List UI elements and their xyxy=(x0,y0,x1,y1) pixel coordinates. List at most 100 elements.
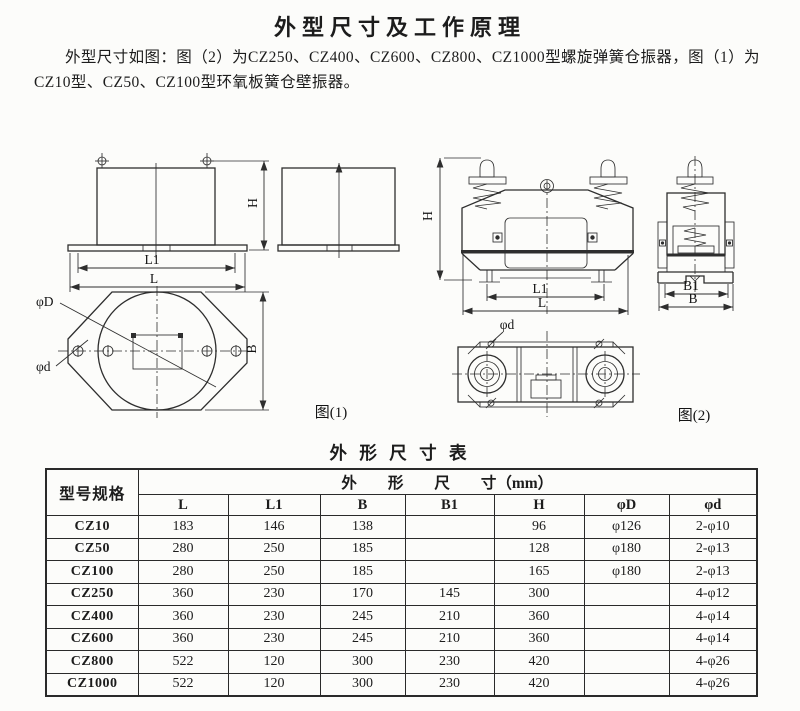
value-cell: 120 xyxy=(227,672,321,697)
fig1-caption: 图(1) xyxy=(315,404,348,421)
value-cell: 2-φ13 xyxy=(668,560,758,584)
value-cell: 185 xyxy=(319,537,406,561)
value-cell: 245 xyxy=(319,627,406,651)
value-cell: 138 xyxy=(319,515,406,539)
fig2-dim-phid: φd xyxy=(500,317,515,332)
value-cell: 522 xyxy=(137,650,229,674)
value-cell xyxy=(404,515,495,539)
value-cell: 230 xyxy=(404,672,495,697)
value-cell: 4-φ26 xyxy=(668,672,758,697)
value-cell: 230 xyxy=(227,582,321,606)
value-cell: 185 xyxy=(319,560,406,584)
fig2-dim-L: L xyxy=(538,295,546,310)
dimension-table: 型号规格 外 形 尺 寸（mm） L L1 B B1 H φD φd CZ10 1… xyxy=(45,468,759,697)
fig1-dim-phiD: φD xyxy=(36,294,54,309)
value-cell: 4-φ26 xyxy=(668,650,758,674)
fig2-dim-L1: L1 xyxy=(533,281,548,296)
value-cell: 4-φ14 xyxy=(668,605,758,629)
fig1-dim-phid: φd xyxy=(36,359,51,374)
model-cell: CZ50 xyxy=(45,537,139,561)
fig2-dim-B1: B1 xyxy=(683,278,699,293)
value-cell xyxy=(583,605,670,629)
value-cell: 170 xyxy=(319,582,406,606)
table-header-group-row: 型号规格 外 形 尺 寸（mm） xyxy=(45,468,758,516)
value-cell xyxy=(404,537,495,561)
value-cell: 165 xyxy=(493,560,585,584)
value-cell: 420 xyxy=(493,650,585,674)
value-cell: φ180 xyxy=(583,537,670,561)
group-header-cell: 外 形 尺 寸（mm） xyxy=(137,468,758,495)
model-cell: CZ10 xyxy=(45,515,139,539)
value-cell: 230 xyxy=(404,650,495,674)
value-cell: 145 xyxy=(404,582,495,606)
value-cell: 128 xyxy=(493,537,585,561)
model-cell: CZ600 xyxy=(45,627,139,651)
value-cell: 2-φ10 xyxy=(668,515,758,539)
fig1-dim-H: H xyxy=(245,198,260,208)
value-cell: 360 xyxy=(493,605,585,629)
value-cell xyxy=(583,582,670,606)
model-cell: CZ400 xyxy=(45,605,139,629)
fig1-top-view: φD φd B 图(1) xyxy=(36,286,347,421)
model-cell: CZ800 xyxy=(45,650,139,674)
fig2-side-view: B1 B xyxy=(657,156,735,311)
value-cell xyxy=(404,560,495,584)
fig1-front-view: H L1 L xyxy=(67,153,269,292)
fig1-dim-L1: L1 xyxy=(145,252,160,267)
value-cell: 522 xyxy=(137,672,229,697)
value-cell: 300 xyxy=(493,582,585,606)
value-cell xyxy=(583,672,670,697)
value-cell: 360 xyxy=(137,605,229,629)
col-header-B: B xyxy=(319,494,406,516)
fig1-side-view xyxy=(277,163,400,258)
value-cell: φ180 xyxy=(583,560,670,584)
page-title: 外型尺寸及工作原理 xyxy=(273,15,526,40)
fig1-dim-L: L xyxy=(150,271,158,286)
value-cell: 360 xyxy=(137,582,229,606)
value-cell: 250 xyxy=(227,560,321,584)
value-cell xyxy=(583,650,670,674)
fig2-dim-H: H xyxy=(420,211,435,221)
value-cell: 420 xyxy=(493,672,585,697)
value-cell: 300 xyxy=(319,650,406,674)
col-header-L1: L1 xyxy=(227,494,321,516)
value-cell: 360 xyxy=(493,627,585,651)
fig2-front-view: H xyxy=(420,157,634,315)
col-header-L: L xyxy=(137,494,229,516)
col-header-phiD: φD xyxy=(583,494,670,516)
fig2-caption: 图(2) xyxy=(678,407,711,424)
fig2-top-view: φd 图(2) xyxy=(452,317,710,424)
value-cell: 4-φ12 xyxy=(668,582,758,606)
value-cell xyxy=(583,627,670,651)
value-cell: 245 xyxy=(319,605,406,629)
value-cell: 210 xyxy=(404,627,495,651)
value-cell: 210 xyxy=(404,605,495,629)
table-header-cols-row: L L1 B B1 H φD φd xyxy=(46,494,758,516)
fig2-dim-B: B xyxy=(688,291,697,306)
value-cell: 120 xyxy=(227,650,321,674)
col-header-B1: B1 xyxy=(404,494,495,516)
technical-drawings: H L1 L xyxy=(36,153,735,424)
value-cell: 280 xyxy=(137,560,229,584)
model-cell: CZ1000 xyxy=(45,672,139,697)
table-title: 外 形 尺 寸 表 xyxy=(329,443,471,463)
value-cell: 146 xyxy=(227,515,321,539)
col-header-phid: φd xyxy=(668,494,758,516)
value-cell: 250 xyxy=(227,537,321,561)
value-cell: 2-φ13 xyxy=(668,537,758,561)
value-cell: 230 xyxy=(227,627,321,651)
col-header-H: H xyxy=(493,494,585,516)
intro-paragraph: 外型尺寸如图：图（2）为CZ250、CZ400、CZ600、CZ800、CZ10… xyxy=(34,49,760,92)
fig1-dim-B: B xyxy=(244,344,259,353)
value-cell: 96 xyxy=(493,515,585,539)
value-cell: 300 xyxy=(319,672,406,697)
